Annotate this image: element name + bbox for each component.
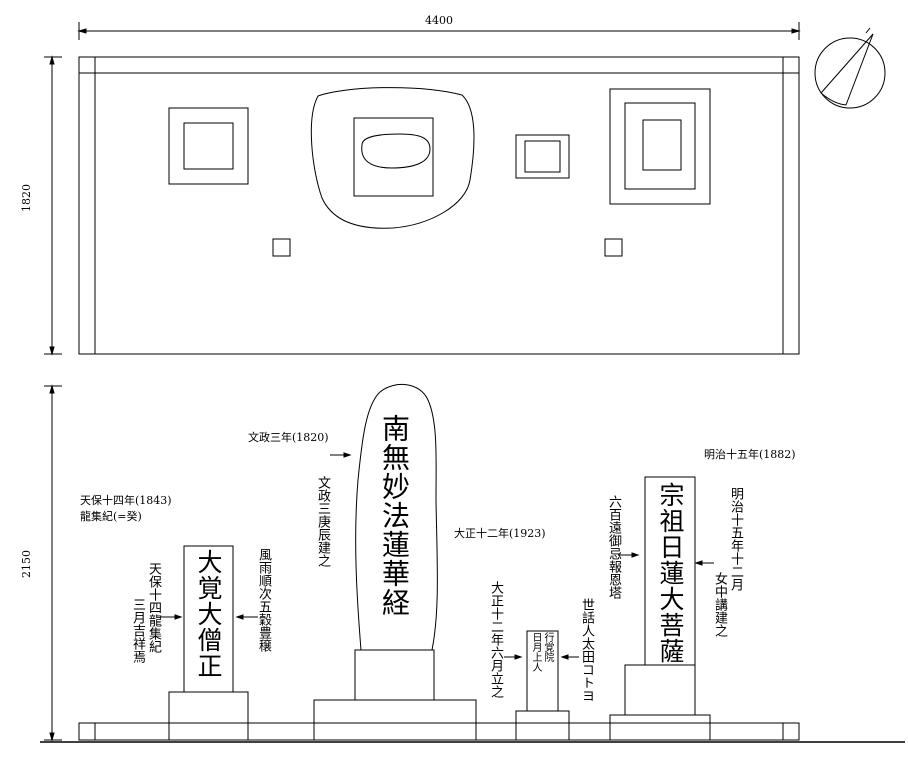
plan-left-stone [168, 107, 249, 185]
elevation-height-label: 2150 [20, 550, 33, 578]
small-stone-left-side: 大正十二年六月立之 [488, 581, 503, 698]
elevation-center-stone [313, 384, 477, 741]
right-stone-left-side: 六百遠御忌報恩塔 [606, 495, 621, 599]
right-stone-right-side-2: 女中講建之 [712, 572, 727, 637]
elevation-base [40, 722, 905, 743]
left-stone-date: 天保十四年(1843) [80, 494, 172, 507]
elevation-right-stone [609, 476, 711, 741]
elevation-small-stone [515, 630, 570, 741]
right-stone-right-side-1: 明治十五年十二月 [728, 487, 743, 591]
elevation-left-stone [168, 545, 249, 741]
left-stone-left-side-1: 天保十四龍集紀 [146, 562, 161, 653]
left-stone-date-note: 龍集紀(=癸) [80, 510, 142, 523]
pointer-arrows [160, 452, 714, 660]
left-stone-right-side: 風雨順次五穀豊穣 [256, 548, 271, 652]
left-stone-left-side-2: 三月吉祥焉 [130, 598, 145, 663]
small-stone-face-1: 行覚院 [542, 632, 553, 662]
center-stone-face: 南無妙法蓮華経 [378, 414, 411, 617]
small-stone-face-2: 日月上人 [530, 632, 541, 672]
right-stone-date: 明治十五年(1882) [704, 448, 796, 461]
plan-depth-dimension [44, 55, 62, 356]
right-stone-face: 宗祖日蓮大菩薩 [656, 482, 685, 664]
center-stone-date: 文政三年(1820) [248, 431, 329, 444]
plan-small-stone [515, 134, 570, 179]
plan-center-stone [310, 87, 475, 229]
plan-right-stone [609, 88, 711, 205]
plan-depth-label: 1820 [20, 184, 33, 212]
plan-marker-left [272, 238, 291, 257]
plan-marker-right [604, 238, 623, 257]
elevation-height-dimension [44, 384, 62, 742]
left-stone-face: 大覚大僧正 [194, 549, 223, 679]
center-stone-left-side: 文政三庚辰建之 [315, 476, 330, 567]
north-arrow-icon [814, 27, 886, 109]
plan-outline [78, 56, 800, 355]
plan-width-label: 4400 [425, 14, 453, 27]
plan-width-dimension [77, 22, 801, 40]
small-stone-date: 大正十二年(1923) [454, 527, 546, 540]
small-stone-right-side: 世話人太田コトヨ [579, 598, 594, 702]
